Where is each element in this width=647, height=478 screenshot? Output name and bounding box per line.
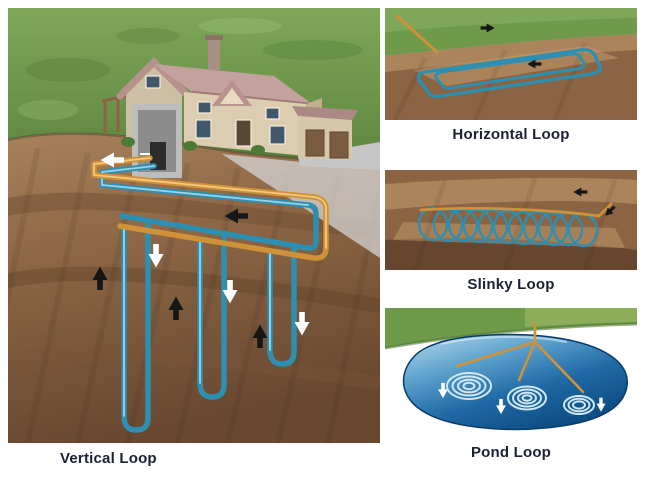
gable-roof-edge (116, 57, 192, 100)
pond-loop-illustration (385, 308, 637, 438)
slinky-loop-illustration (385, 170, 637, 270)
horizontal-loop-label: Horizontal Loop (452, 126, 570, 143)
house (101, 35, 380, 178)
horizontal-loop-pipes (395, 14, 602, 99)
orange-feed-pipe (419, 202, 613, 218)
pond-loop-figure: Pond Loop (385, 308, 637, 461)
vertical-loop-illustration (8, 8, 380, 443)
vertical-loop-label: Vertical Loop (60, 450, 157, 467)
pond-coils (446, 372, 595, 415)
pond-loop-label: Pond Loop (470, 444, 552, 461)
garage-doors (305, 129, 349, 159)
slinky-loop-figure: Slinky Loop (385, 170, 637, 293)
trench (413, 46, 619, 86)
u-tube-1 (121, 218, 151, 433)
garage-roof (292, 106, 358, 120)
windows (195, 101, 286, 145)
pond (402, 333, 628, 431)
slinky-loop-label: Slinky Loop (467, 276, 555, 293)
orange-feed-pipe (395, 14, 439, 54)
vertical-loop-figure: Vertical Loop (8, 8, 380, 467)
front-door (235, 119, 252, 147)
ground-loop-piping (91, 155, 329, 433)
chimney (208, 38, 220, 70)
heat-pump-unit (150, 142, 166, 170)
orange-feed-pipes (455, 322, 585, 394)
u-tube-2 (197, 231, 227, 400)
horizontal-loop-illustration (385, 8, 637, 120)
horizontal-loop-figure: Horizontal Loop (385, 8, 637, 143)
earth-cross-section (8, 132, 380, 443)
shrubs (121, 137, 265, 155)
gable-window (145, 75, 161, 89)
u-tube-3 (267, 243, 297, 367)
